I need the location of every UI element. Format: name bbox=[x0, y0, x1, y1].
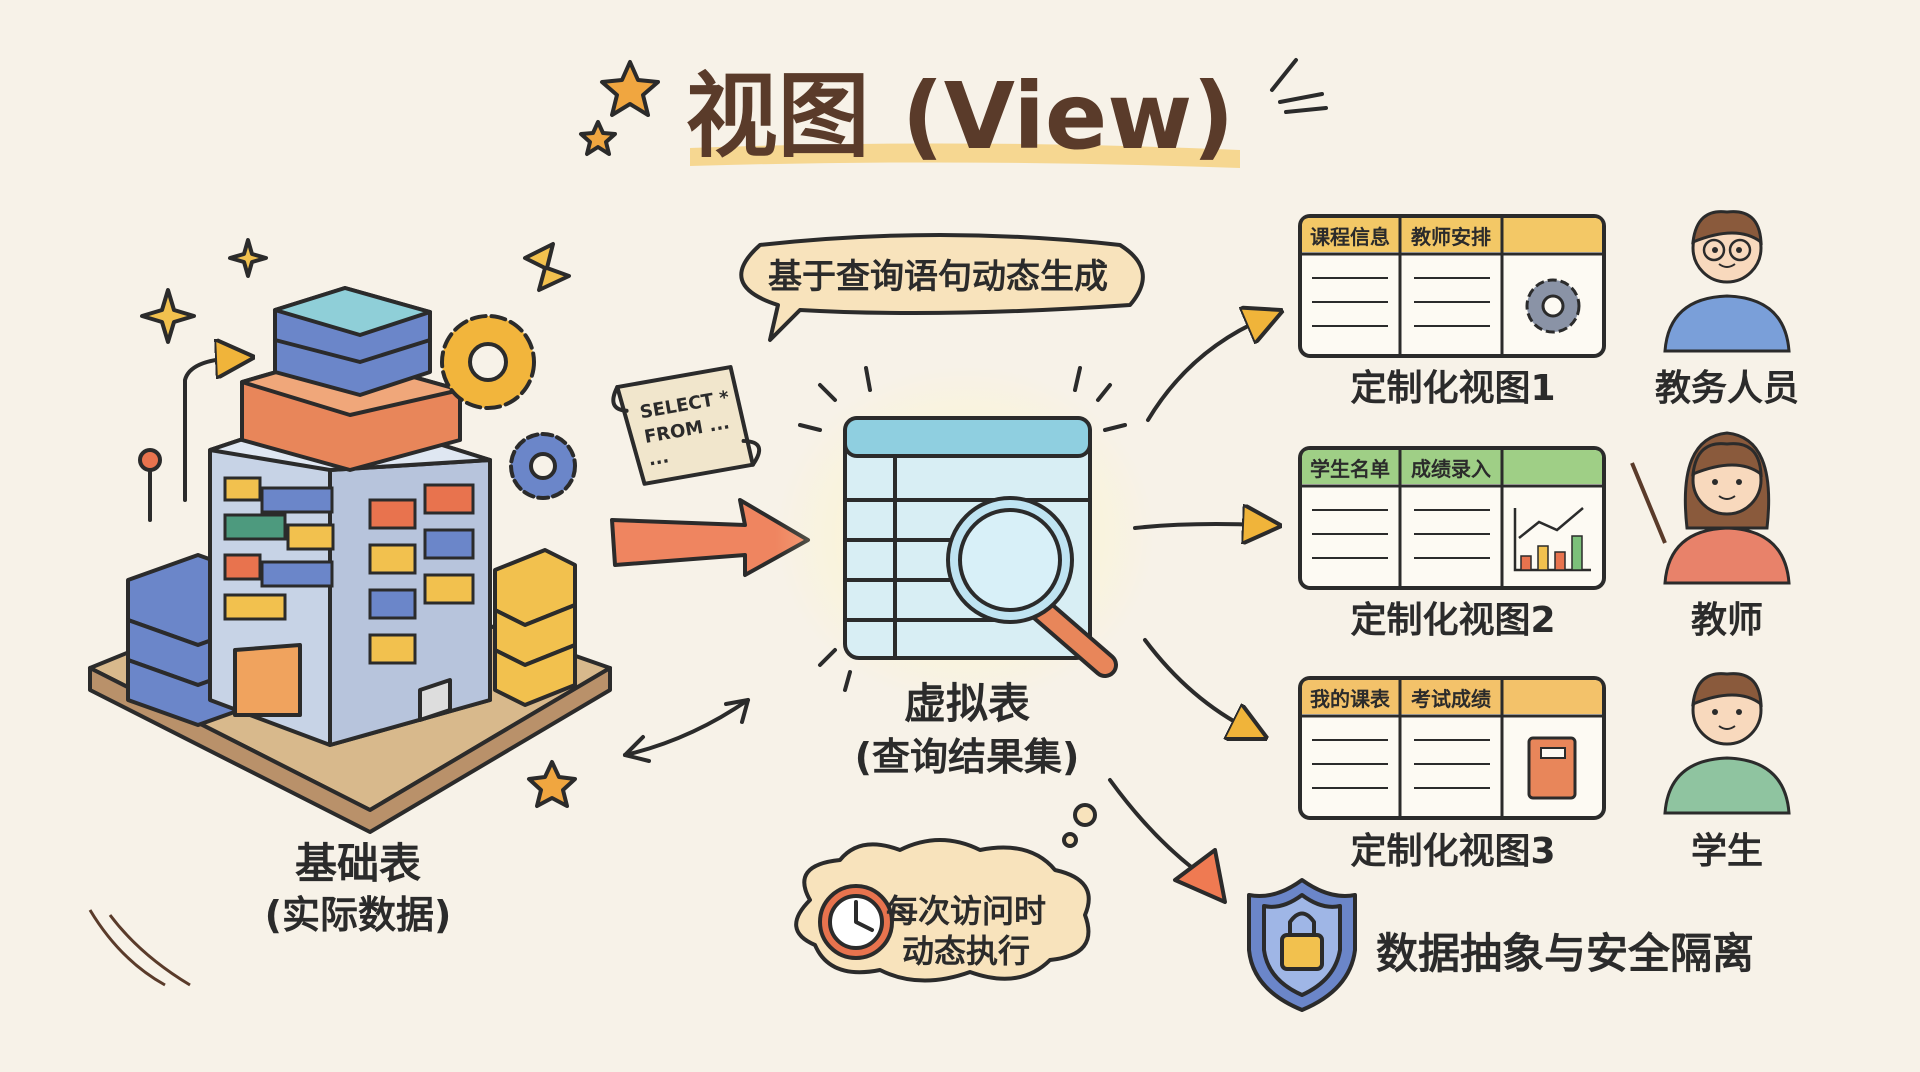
sparkle-icon bbox=[140, 288, 196, 344]
arrow-to-view-3 bbox=[1143, 638, 1250, 730]
star-icon bbox=[527, 760, 577, 808]
dynamic-note-line-2: 动态执行 bbox=[902, 932, 1030, 970]
speech-bubble: 基于查询语句动态生成 bbox=[739, 233, 1145, 342]
custom-view-3: 我的课表考试成绩 bbox=[1298, 676, 1606, 820]
star-icon bbox=[600, 60, 660, 117]
view-label: 定制化视图1 bbox=[1350, 368, 1555, 409]
speech-bubble-text: 基于查询语句动态生成 bbox=[768, 257, 1108, 297]
page-title: 视图 (View) bbox=[686, 63, 1235, 170]
custom-view-2: 学生名单成绩录入 bbox=[1298, 446, 1606, 590]
view-column-header: 我的课表 bbox=[1310, 687, 1391, 711]
title-highlight bbox=[690, 143, 1240, 168]
virtual-table-label: 虚拟表 bbox=[904, 679, 1030, 728]
sparkle-lines-icon bbox=[1270, 58, 1328, 114]
arrow-to-view-1 bbox=[1146, 318, 1265, 422]
custom-view-1: 课程信息教师安排 bbox=[1298, 214, 1606, 358]
lightning-icon bbox=[523, 242, 571, 292]
view-column-header: 教师安排 bbox=[1411, 225, 1491, 249]
shield-lock-icon bbox=[1247, 878, 1357, 1012]
arrow-to-security bbox=[1108, 778, 1197, 872]
view-column-header: 学生名单 bbox=[1310, 457, 1390, 481]
dynamic-execution-cloud: 每次访问时 动态执行 bbox=[794, 803, 1097, 983]
view-label: 定制化视图3 bbox=[1350, 831, 1555, 872]
sql-scroll: SELECT * FROM ... ... bbox=[611, 365, 762, 486]
view-column-header: 课程信息 bbox=[1310, 225, 1390, 249]
user-role-label: 教务人员 bbox=[1655, 368, 1799, 409]
clock-icon bbox=[818, 884, 894, 960]
base-table-building bbox=[88, 238, 612, 987]
user-role-label: 教师 bbox=[1691, 600, 1763, 641]
user-avatar-icon bbox=[1663, 210, 1791, 353]
gear-icon bbox=[509, 432, 577, 500]
arrow-right-icon bbox=[610, 498, 810, 577]
bar-chart-icon bbox=[1513, 507, 1591, 572]
base-table-label: 基础表 bbox=[295, 839, 421, 888]
title-group: 视图 (View) bbox=[579, 58, 1328, 170]
arrow-to-view-2 bbox=[1133, 524, 1262, 528]
virtual-table-sublabel: (查询结果集) bbox=[855, 735, 1080, 779]
user-role-label: 学生 bbox=[1691, 830, 1763, 872]
virtual-table bbox=[775, 365, 1155, 705]
dynamic-note-line-1: 每次访问时 bbox=[886, 892, 1046, 930]
gear-icon bbox=[440, 314, 536, 410]
double-arrow-icon bbox=[623, 698, 750, 757]
book-icon bbox=[1527, 736, 1577, 800]
star-icon bbox=[579, 120, 617, 156]
view-column-header: 成绩录入 bbox=[1411, 457, 1491, 481]
sparkle-icon bbox=[228, 238, 268, 278]
sql-line-3: ... bbox=[647, 446, 671, 470]
gear-icon bbox=[1525, 278, 1581, 334]
view-label: 定制化视图2 bbox=[1350, 600, 1555, 641]
view-column-header: 考试成绩 bbox=[1411, 687, 1491, 711]
security-label: 数据抽象与安全隔离 bbox=[1376, 929, 1754, 978]
magnifier-icon bbox=[946, 496, 1118, 678]
base-table-sublabel: (实际数据) bbox=[265, 893, 452, 937]
user-avatar-icon bbox=[1663, 672, 1791, 815]
user-avatar-icon bbox=[1630, 431, 1791, 585]
